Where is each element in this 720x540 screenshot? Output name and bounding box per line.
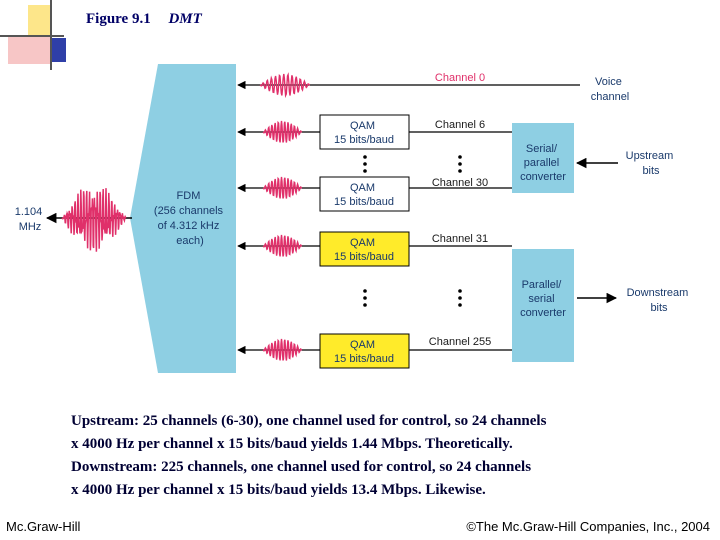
qam-box-channel-30 xyxy=(319,176,410,212)
downstream-label: Downstream bits xyxy=(627,287,692,314)
qam-box-channel-6 xyxy=(319,114,410,150)
combined-wave xyxy=(61,188,127,252)
footer-copyright: ©The Mc.Graw-Hill Companies, Inc., 2004 xyxy=(466,519,710,534)
corner-decoration xyxy=(0,0,70,70)
figure-name: DMT xyxy=(168,11,202,27)
voice-channel-label: Voice channel xyxy=(591,76,630,103)
figure-number: Figure 9.1 xyxy=(86,11,151,27)
serial-parallel-converter xyxy=(512,123,574,193)
qam-label: QAM 15 bits/baud xyxy=(334,182,394,208)
caption-line: Upstream: 25 channels (6-30), one channe… xyxy=(71,413,547,429)
channel-255-label: Channel 255 xyxy=(429,336,491,348)
channel-31-wave xyxy=(262,234,303,257)
dmt-diagram: 1.104 MHz FDM (256 channels of 4.312 kHz… xyxy=(15,64,692,373)
upstream-label: Upstream bits xyxy=(626,150,677,177)
channel-255-wave xyxy=(262,338,303,361)
qam-label: QAM 15 bits/baud xyxy=(334,120,394,146)
qam-label: QAM 15 bits/baud xyxy=(334,237,394,263)
channel-6-label: Channel 6 xyxy=(435,119,485,131)
channel-30-wave xyxy=(262,176,303,199)
caption-line: x 4000 Hz per channel x 15 bits/baud yie… xyxy=(71,482,486,498)
ellipsis-lower xyxy=(363,289,462,307)
serial-parallel-label: Serial/ parallel converter xyxy=(520,143,566,183)
parallel-serial-label: Parallel/ serial converter xyxy=(520,279,566,319)
qam-label: QAM 15 bits/baud xyxy=(334,339,394,365)
channel-0-wave xyxy=(259,72,311,99)
ellipsis-upper xyxy=(363,155,462,173)
channel-31-label: Channel 31 xyxy=(432,233,488,245)
caption-line: x 4000 Hz per channel x 15 bits/baud yie… xyxy=(71,436,513,452)
caption-line: Downstream: 225 channels, one channel us… xyxy=(71,459,532,475)
footer-publisher: Mc.Graw-Hill xyxy=(6,519,81,534)
channel-30-label: Channel 30 xyxy=(432,177,488,189)
channel-6-wave xyxy=(262,120,303,143)
fdm-label: FDM (256 channels of 4.312 kHz each) xyxy=(154,190,226,247)
channel-0-label: Channel 0 xyxy=(435,72,485,84)
fdm-block xyxy=(130,64,236,373)
qam-box-channel-31 xyxy=(319,231,410,267)
caption: Upstream: 25 channels (6-30), one channe… xyxy=(71,410,701,502)
figure-title: Figure 9.1 DMT xyxy=(86,11,202,28)
qam-box-channel-255 xyxy=(319,333,410,369)
parallel-serial-converter xyxy=(512,249,574,362)
frequency-label: 1.104 MHz xyxy=(15,206,46,233)
